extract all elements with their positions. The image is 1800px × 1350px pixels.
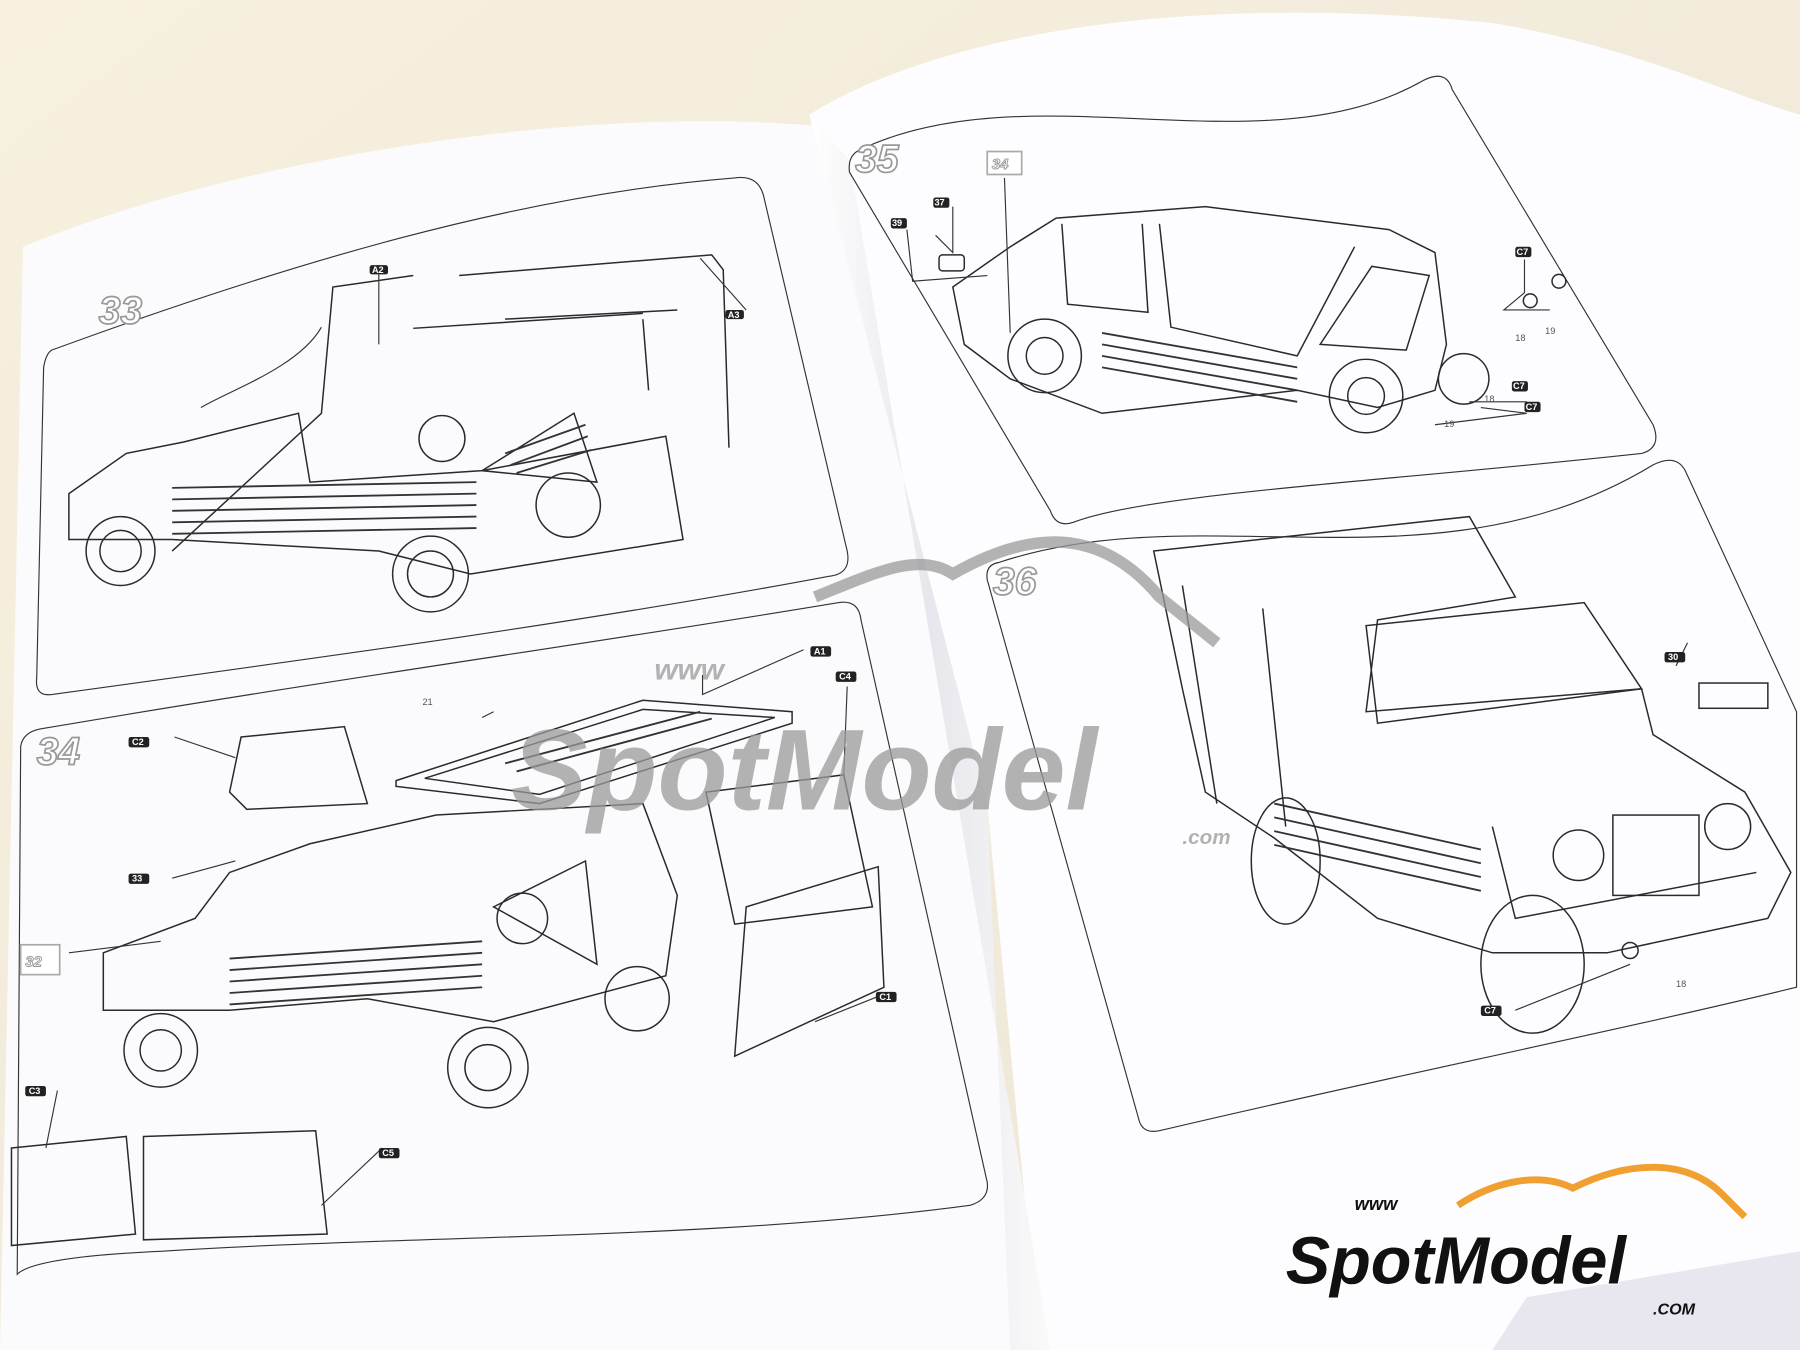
svg-text:A1: A1 xyxy=(814,646,826,656)
step-34-panel: 34 A1 C4 C2 21 33 32 C1 C3 C5 xyxy=(10,601,989,1276)
door-right-part xyxy=(142,1129,328,1241)
svg-text:30: 30 xyxy=(1668,652,1678,662)
reference-step-34: 34 xyxy=(986,150,1023,176)
svg-text:C2: C2 xyxy=(132,737,144,747)
svg-text:C7: C7 xyxy=(1513,381,1525,391)
mirror-part xyxy=(938,254,966,272)
right-page xyxy=(809,12,1800,1350)
svg-text:33: 33 xyxy=(132,874,142,884)
door-left-part xyxy=(10,1135,137,1247)
svg-text:C7: C7 xyxy=(1526,402,1538,412)
part-number-18: 18 xyxy=(1515,333,1525,343)
part-tag-37: 37 xyxy=(933,197,950,208)
svg-text:39: 39 xyxy=(892,218,902,228)
car-drawing-frame xyxy=(102,802,679,1109)
svg-text:C5: C5 xyxy=(382,1148,394,1158)
plate-part xyxy=(1698,682,1769,710)
logo-prefix: www xyxy=(1355,1193,1400,1214)
svg-text:A2: A2 xyxy=(372,265,384,275)
part-tag-C5: C5 xyxy=(378,1147,400,1159)
light-part xyxy=(1551,273,1567,289)
part-tag-C4: C4 xyxy=(835,671,857,682)
logo-brand: SpotModel xyxy=(1286,1224,1628,1298)
part-tag-C7: C7 xyxy=(1511,381,1528,392)
car-drawing-closed xyxy=(951,205,1490,434)
part-tag-39: 39 xyxy=(890,218,907,229)
reference-step-32: 32 xyxy=(19,943,61,976)
door-part xyxy=(733,865,885,1058)
part-number-19: 19 xyxy=(1444,419,1454,429)
roof-panel-drawing xyxy=(395,699,793,805)
part-tag-A2: A2 xyxy=(369,265,389,275)
part-tag-C7: C7 xyxy=(1480,1005,1502,1016)
step-number: 34 xyxy=(37,731,81,774)
svg-text:32: 32 xyxy=(25,954,42,971)
svg-text:C7: C7 xyxy=(1484,1006,1496,1016)
logo-suffix: .COM xyxy=(1653,1300,1696,1318)
part-number-21: 21 xyxy=(422,697,432,707)
part-tag-C7: C7 xyxy=(1515,246,1532,258)
part-tag-C2: C2 xyxy=(128,736,150,748)
side-window-part xyxy=(705,774,874,925)
gutter xyxy=(809,114,1051,1350)
step-number: 33 xyxy=(99,290,143,333)
light-part xyxy=(1522,293,1538,309)
spotmodel-logo: www SpotModel .COM xyxy=(1285,1163,1748,1318)
part-tag-C3: C3 xyxy=(25,1085,46,1097)
svg-text:C3: C3 xyxy=(29,1086,41,1096)
svg-text:C1: C1 xyxy=(879,992,891,1002)
step-number: 35 xyxy=(855,138,900,181)
svg-text:A3: A3 xyxy=(728,310,740,320)
part-number-18: 18 xyxy=(1676,979,1686,989)
step-33-panel: 33 A2 A3 xyxy=(35,176,849,696)
left-page xyxy=(0,121,1051,1350)
step-35-panel: 35 34 39 37 C7 C7 C7 18 19 18 19 xyxy=(848,75,1657,525)
svg-text:C4: C4 xyxy=(839,672,852,682)
car-drawing-front xyxy=(1152,515,1792,1034)
watermark-suffix: .com xyxy=(1182,826,1230,849)
part-tag-30: 30 xyxy=(1664,652,1686,663)
part-tag-C1: C1 xyxy=(875,991,897,1003)
windshield-part xyxy=(228,725,369,811)
svg-text:34: 34 xyxy=(992,156,1009,173)
svg-text:37: 37 xyxy=(934,197,944,207)
part-tag-C7: C7 xyxy=(1524,401,1541,413)
page-stack xyxy=(1492,1251,1800,1350)
light-part xyxy=(1621,941,1639,960)
part-number-18: 18 xyxy=(1484,394,1494,404)
car-drawing-pickup xyxy=(68,412,684,613)
svg-text:C7: C7 xyxy=(1516,247,1528,257)
part-tag-33: 33 xyxy=(128,873,150,884)
part-tag-A3: A3 xyxy=(725,309,744,320)
watermark-center: www SpotModel .com xyxy=(511,536,1231,849)
part-number-19: 19 xyxy=(1545,326,1555,336)
step-36-panel: 36 30 C7 18 xyxy=(986,459,1798,1132)
part-tag-A1: A1 xyxy=(810,646,832,657)
watermark-brand: SpotModel xyxy=(511,706,1100,834)
watermark-prefix: www xyxy=(654,654,725,687)
step-number: 36 xyxy=(993,561,1037,604)
